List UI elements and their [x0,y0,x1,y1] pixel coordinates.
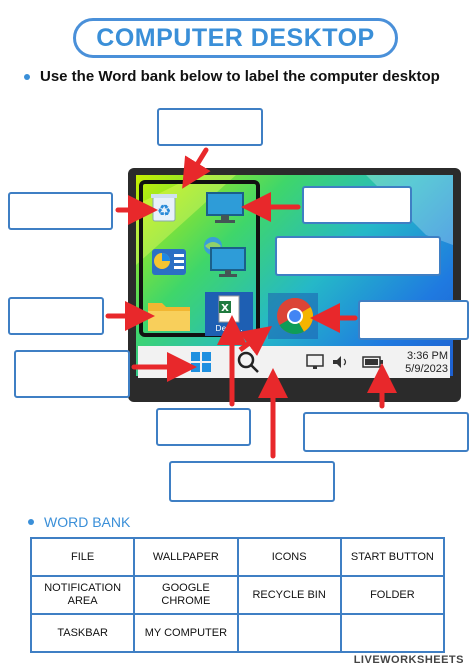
answer-box-5[interactable] [8,297,104,335]
answer-box-7[interactable] [14,350,130,398]
word-bank-cell: FILE [29,537,136,577]
answer-box-4[interactable] [275,236,441,276]
arrow-to-search [238,326,272,356]
control-panel-icon[interactable] [150,247,190,279]
page-title: COMPUTER DESKTOP [73,18,398,58]
word-bank-cell: TASKBAR [29,613,136,653]
network-status-icon[interactable] [306,354,328,370]
word-bank-cell: RECYCLE BIN [236,575,342,615]
answer-box-10[interactable] [169,461,335,502]
answer-box-1[interactable] [157,108,263,146]
network-icon[interactable] [199,234,249,280]
word-bank-cell: START BUTTON [339,537,446,577]
word-bank-table: FILE WALLPAPER ICONS START BUTTON NOTIFI… [29,537,446,653]
table-row: NOTIFICATION AREA GOOGLE CHROME RECYCLE … [29,575,446,615]
word-bank-cell: FOLDER [339,575,446,615]
footer-text: LIVEWORKSHEETS [353,654,464,666]
chrome-icon[interactable] [275,296,315,336]
clock[interactable]: 3:36 PM 5/9/2023 [396,350,448,376]
answer-box-8[interactable] [156,408,251,446]
word-bank-heading: WORD BANK [44,514,131,530]
answer-box-2[interactable] [8,192,113,230]
answer-box-6[interactable] [358,300,469,340]
word-bank-cell: NOTIFICATION AREA [29,575,136,615]
volume-icon[interactable] [332,355,350,369]
word-bank-cell [236,613,342,653]
word-bank-cell [339,613,446,653]
word-bank-cell: GOOGLE CHROME [133,575,239,615]
word-bank-cell: WALLPAPER [133,537,239,577]
answer-box-9[interactable] [303,412,469,452]
wordbank-bullet [28,519,34,525]
table-row: TASKBAR MY COMPUTER [29,613,446,653]
clock-time: 3:36 PM [407,350,448,362]
table-row: FILE WALLPAPER ICONS START BUTTON [29,537,446,577]
instruction-text: Use the Word bank below to label the com… [40,68,440,85]
clock-date: 5/9/2023 [405,363,448,375]
bullet [24,74,30,80]
svg-text:X: X [221,303,229,314]
arrow-to-recycle-area [182,147,211,189]
word-bank-cell: ICONS [236,537,342,577]
svg-text:♻: ♻ [157,201,171,220]
answer-box-3[interactable] [302,186,412,224]
word-bank-cell: MY COMPUTER [133,613,239,653]
liveworksheets-logo: LIVEWORKSHEETS [354,654,464,666]
title-text: COMPUTER DESKTOP [96,23,375,52]
folder-icon[interactable] [146,297,192,333]
